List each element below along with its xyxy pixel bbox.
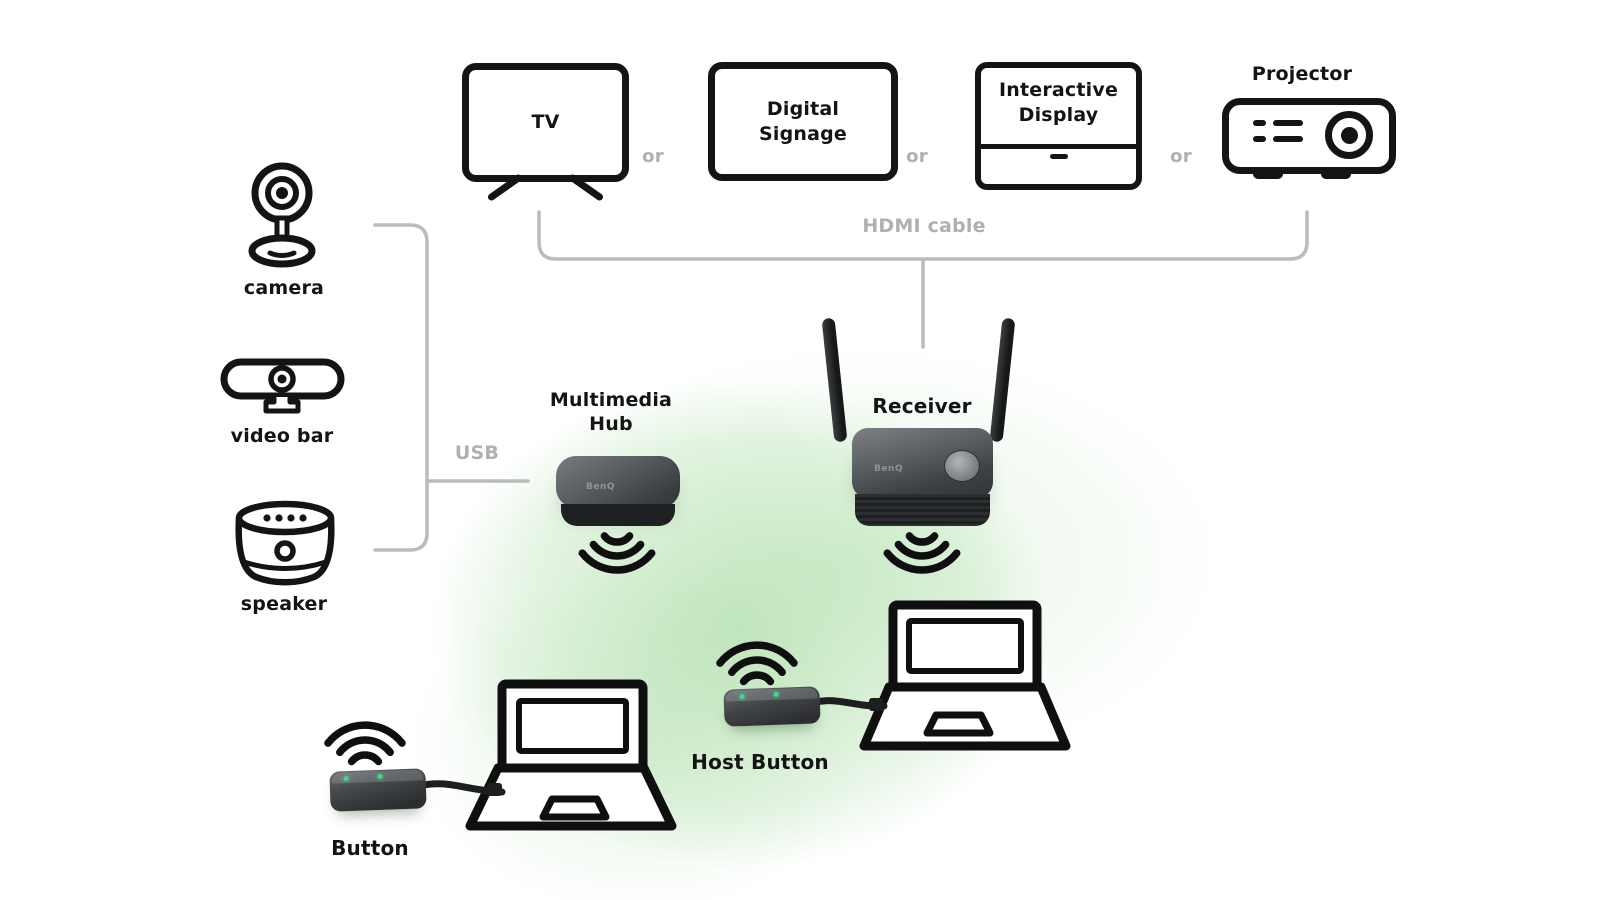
projector-vent-dash (1273, 136, 1303, 142)
digital-signage-icon: Digital Signage (708, 62, 898, 181)
projector-vent-dash (1273, 120, 1303, 126)
speaker-label: speaker (240, 593, 328, 615)
host-button-label: Host Button (691, 750, 829, 774)
projector-label: Projector (1251, 63, 1353, 85)
or-separator: or (906, 146, 928, 167)
laptop-icon (859, 600, 1071, 751)
multimedia-hub-icon: BenQ (556, 456, 680, 528)
usb-label: USB (454, 442, 500, 464)
receiver-label: Receiver (872, 394, 972, 418)
digital-signage-label: Digital Signage (758, 97, 848, 145)
receiver-pairing-button (944, 450, 980, 482)
benq-logo: BenQ (586, 482, 616, 492)
button-label: Button (331, 836, 409, 860)
display-stand-divider (981, 144, 1136, 149)
or-separator: or (1170, 146, 1192, 167)
usb-cable-line (373, 223, 530, 552)
video-bar-label: video bar (230, 425, 334, 447)
interactive-display-icon: Interactive Display (975, 62, 1142, 190)
host-button-icon (723, 686, 821, 727)
button-usb-cable (414, 780, 506, 796)
hdmi-cable-line (537, 210, 1309, 349)
projector-vent-dash (1253, 136, 1266, 142)
hdmi-cable-label: HDMI cable (862, 215, 986, 237)
wifi-waves-down-icon (883, 532, 961, 574)
host-button-usb-cable (808, 697, 888, 711)
multimedia-hub-label: Multimedia Hub (549, 389, 673, 436)
interactive-display-label: Interactive Display (998, 79, 1119, 126)
laptop-icon (465, 679, 677, 831)
wifi-waves-down-icon (578, 532, 656, 574)
receiver-icon: BenQ (852, 428, 993, 526)
camera-label: camera (243, 277, 325, 299)
tv-label: TV (531, 111, 560, 134)
projector-foot (1253, 167, 1283, 179)
wifi-waves-up-icon (716, 641, 798, 686)
projector-vent-dash (1253, 120, 1266, 126)
camera-icon (237, 158, 327, 274)
tv-icon: TV (462, 63, 629, 202)
projector-icon (1222, 98, 1396, 179)
benq-logo: BenQ (874, 464, 904, 474)
button-icon (329, 768, 427, 812)
video-bar-icon (220, 358, 345, 420)
projector-lens (1325, 111, 1373, 159)
display-stand-dash (1049, 154, 1068, 159)
speaker-icon (230, 498, 340, 597)
projector-foot (1321, 167, 1351, 179)
wifi-waves-up-icon (324, 721, 406, 766)
or-separator: or (642, 146, 664, 167)
